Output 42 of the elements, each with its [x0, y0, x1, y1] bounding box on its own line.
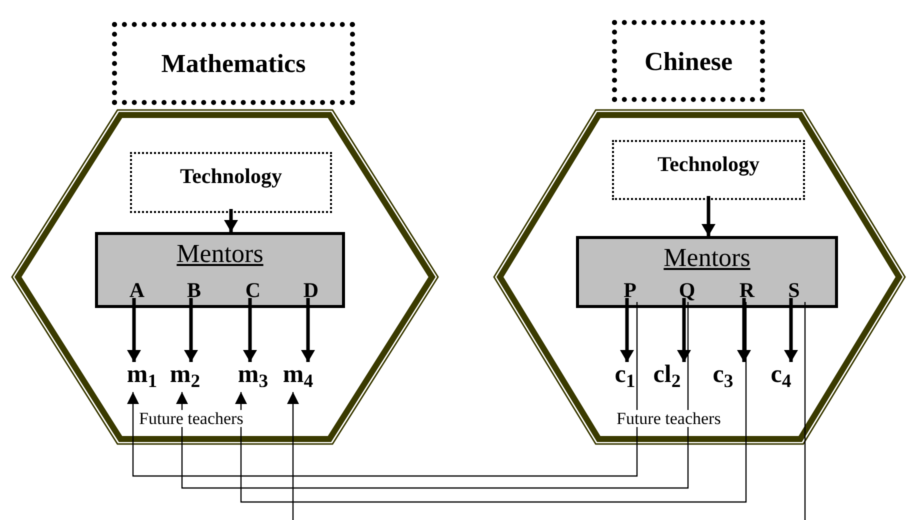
student-label: c$_{4}$: [764, 362, 798, 392]
subject-box: Chinese: [612, 20, 765, 102]
arrow: [176, 302, 689, 489]
arrow: [301, 298, 315, 362]
mentor-letter: P: [620, 280, 640, 302]
arrow: [620, 298, 634, 362]
arrow: [235, 302, 747, 503]
arrow: [737, 298, 751, 362]
mentor-letter: B: [184, 280, 204, 302]
student-label: m$_{1}$: [121, 362, 163, 392]
hexagon-frame: [492, 108, 907, 446]
mentor-letter: D: [300, 280, 322, 302]
mentors-box: [576, 236, 838, 308]
student-label: m$_{3}$: [232, 362, 274, 392]
arrow: [127, 302, 638, 477]
hexagon-frame: [10, 108, 440, 446]
student-label: cl$_{2}$: [644, 362, 690, 392]
student-label: m$_{4}$: [277, 362, 319, 392]
arrow: [224, 209, 238, 232]
mentors-box: [95, 232, 345, 308]
mentor-letter: R: [737, 280, 757, 302]
student-label: c$_{3}$: [706, 362, 740, 392]
mentor-letter: Q: [676, 280, 698, 302]
arrow: [784, 298, 798, 362]
technology-box: Technology: [612, 140, 805, 200]
technology-box: Technology: [130, 152, 332, 213]
group-caption: Future teachers: [139, 410, 244, 427]
subject-box: Mathematics: [112, 22, 355, 105]
mentor-letter: A: [127, 280, 147, 302]
mentors-heading: Mentors: [664, 245, 750, 271]
group-caption: Future teachers: [616, 410, 721, 427]
arrow: [677, 298, 691, 362]
mentor-letter: S: [784, 280, 804, 302]
mentors-heading: Mentors: [176, 241, 264, 267]
student-label: c$_{1}$: [608, 362, 642, 392]
arrow: [702, 196, 716, 236]
mentor-letter: C: [243, 280, 263, 302]
arrow: [243, 298, 257, 362]
arrow: [184, 298, 198, 362]
arrow: [127, 298, 141, 362]
student-label: m$_{2}$: [164, 362, 206, 392]
arrow: [287, 302, 806, 520]
